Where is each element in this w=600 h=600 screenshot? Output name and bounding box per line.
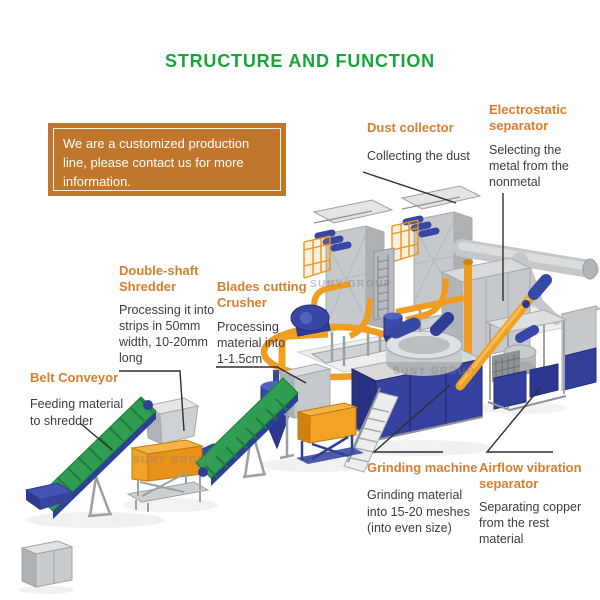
callout-double-shaft-shredder-description: Processing it into strips in 50mm width,… bbox=[119, 302, 215, 366]
belt-conveyor-1 bbox=[24, 396, 157, 519]
callout-electrostatic-separator: Electrostatic separator Selecting the me… bbox=[489, 102, 589, 190]
callout-electrostatic-separator-description: Selecting the metal from the nonmetal bbox=[489, 142, 569, 190]
page-title: STRUCTURE AND FUNCTION bbox=[165, 51, 435, 71]
callout-blades-cutting-crusher-description: Processing material into 1-1.5cm bbox=[217, 319, 286, 367]
belt-conveyor-2 bbox=[195, 377, 299, 486]
leader-lines bbox=[79, 171, 553, 453]
info-box-text: We are a customized production line, ple… bbox=[53, 128, 281, 191]
tower-2-railing bbox=[391, 219, 419, 263]
callout-electrostatic-separator-title: Electrostatic separator bbox=[489, 102, 568, 134]
leader-double-shaft-shredder bbox=[119, 370, 185, 432]
info-box: We are a customized production line, ple… bbox=[48, 123, 286, 196]
callout-belt-conveyor-title: Belt Conveyor bbox=[30, 370, 119, 385]
tower-1-railing bbox=[303, 235, 331, 279]
leader-dust-collector bbox=[362, 171, 457, 204]
callout-dust-collector-description: Collecting the dust bbox=[367, 149, 470, 164]
airflow-vibration-separator-machine bbox=[455, 274, 568, 412]
double-shaft-shredder-machine bbox=[126, 397, 220, 512]
watermark-text: SUNY GROUP bbox=[393, 366, 475, 377]
callout-grinding-machine-description: Grinding material into 15-20 meshes (int… bbox=[367, 488, 470, 535]
watermarks: SUNY GROUP SUNY GROUP SUNY GROUP bbox=[133, 279, 475, 466]
callout-dust-collector: Dust collector Collecting the dust bbox=[367, 120, 497, 165]
callout-dust-collector-title: Dust collector bbox=[367, 120, 454, 135]
callout-airflow-vibration-separator-description: Separating copper from the rest material bbox=[479, 499, 582, 547]
leader-blades-cutting-crusher bbox=[216, 366, 307, 384]
callout-grinding-machine: Grinding machine Grinding material into … bbox=[367, 460, 497, 536]
leader-belt-conveyor bbox=[79, 422, 113, 451]
leader-grinding-machine bbox=[372, 384, 451, 453]
callout-blades-cutting-crusher: Blades cutting Crusher Processing materi… bbox=[217, 279, 322, 367]
blower-fan bbox=[290, 304, 331, 337]
callout-belt-conveyor-description: Feeding material to shredder bbox=[30, 397, 124, 428]
callout-blades-cutting-crusher-title: Blades cutting Crusher bbox=[217, 279, 307, 311]
watermark-text: SUNY GROUP bbox=[310, 279, 392, 290]
control-cabinet bbox=[20, 540, 74, 588]
leader-airflow-vibration-separator bbox=[485, 387, 553, 453]
watermark-text: SUNY GROUP bbox=[133, 455, 215, 466]
screw-conveyor bbox=[455, 274, 552, 391]
callout-grinding-machine-title: Grinding machine bbox=[367, 460, 478, 475]
callout-double-shaft-shredder: Double-shaft Shredder Processing it into… bbox=[119, 263, 231, 367]
callout-belt-conveyor: Belt Conveyor Feeding material to shredd… bbox=[30, 370, 150, 429]
callout-double-shaft-shredder-title: Double-shaft Shredder bbox=[119, 263, 199, 295]
feed-tray bbox=[24, 482, 74, 510]
shredder-stand bbox=[126, 472, 210, 512]
callout-airflow-vibration-separator: Airflow vibration separator Separating c… bbox=[479, 460, 599, 547]
crusher-stand bbox=[296, 435, 364, 464]
callout-airflow-vibration-separator-title: Airflow vibration separator bbox=[479, 460, 582, 492]
